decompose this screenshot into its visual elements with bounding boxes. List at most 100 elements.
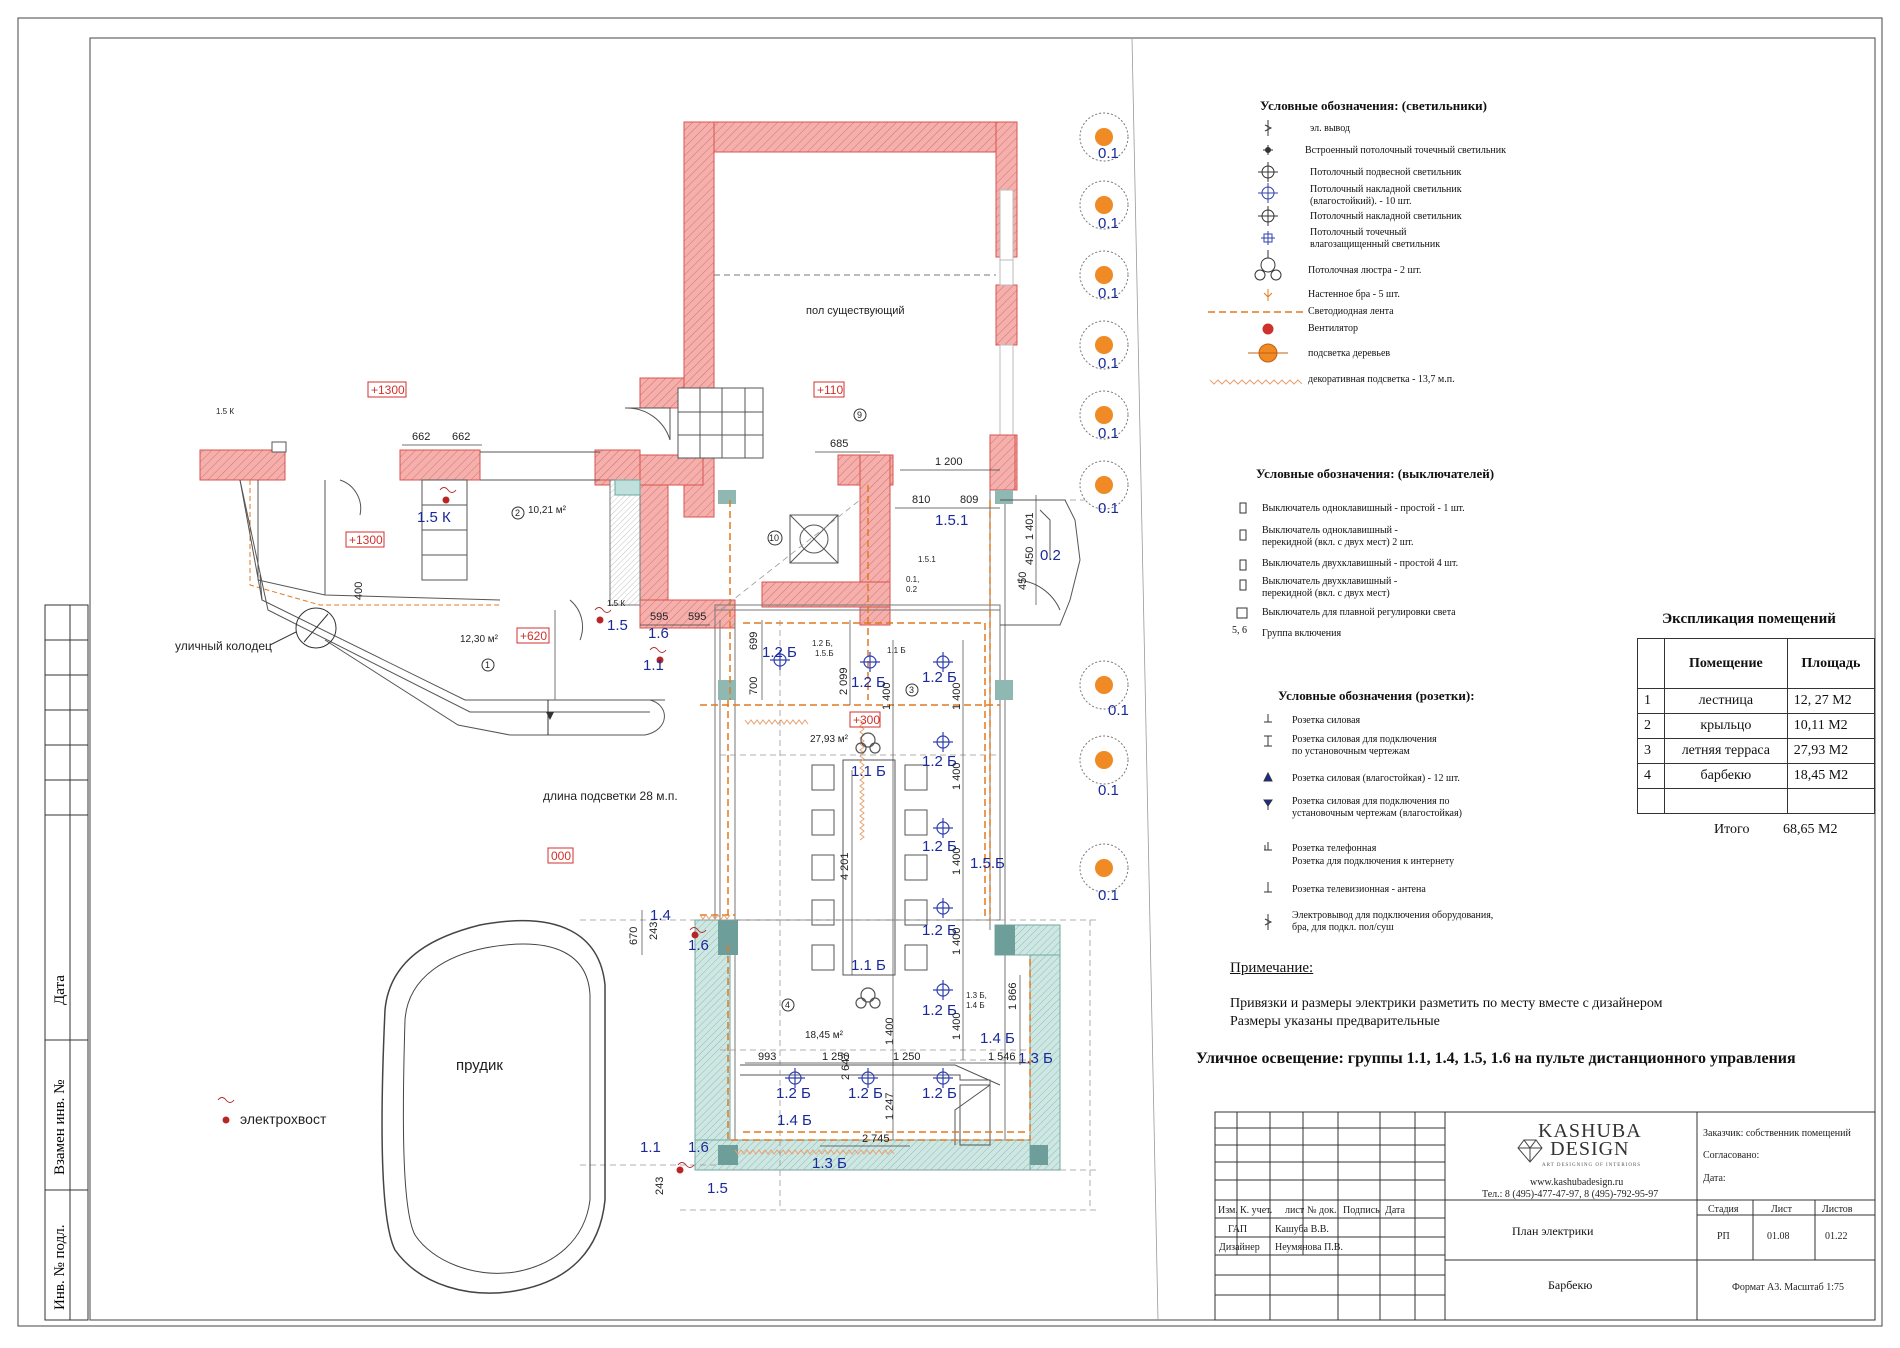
group-label: 1.5.Б: [970, 855, 1005, 872]
legend-light-item: Потолочный накладной светильник (влагост…: [1310, 184, 1462, 207]
legend-socket-item: Розетка силовая (влагостойкая) - 12 шт.: [1292, 773, 1460, 784]
level-mark: +300: [853, 713, 880, 727]
chandelier-icon: [855, 987, 881, 1009]
note-heading: Примечание:: [1230, 960, 1314, 976]
title-block: [1214, 1111, 1876, 1321]
room-number: 1: [485, 660, 490, 670]
group-label: 1.2 Б: [922, 1085, 957, 1102]
backlight-length-label: длина подсветки 28 м.п.: [543, 789, 678, 803]
group-label: 1.5: [607, 617, 628, 634]
explication-total-label: Итого: [1714, 822, 1750, 837]
el-tail-label: электрохвост: [240, 1111, 327, 1127]
col-header-izm: Изм.: [1218, 1205, 1238, 1216]
legend-light-item: Потолочный точечный влагозащищенный свет…: [1310, 227, 1441, 250]
dimension: 662: [452, 431, 470, 443]
tree-group-label: 0.1: [1098, 285, 1119, 302]
dimension: 1 400: [951, 847, 963, 875]
dimmer-icon: [1236, 607, 1248, 619]
tree-icon: [1079, 180, 1129, 230]
tb-date: Дата:: [1703, 1173, 1726, 1184]
stage-value: РП: [1717, 1231, 1730, 1242]
group-label: 1.5: [707, 1180, 728, 1197]
group-label: 1.3 Б: [812, 1155, 847, 1172]
col-header-ndoc: № док.: [1307, 1205, 1337, 1216]
group-label: 1.2 Б: [762, 644, 797, 661]
recessed-spot-icon: [1263, 145, 1273, 155]
dimension: 1 866: [1007, 982, 1019, 1010]
switch-double-icon: [1239, 559, 1247, 571]
dimension: 809: [960, 494, 978, 506]
group-label: 1.6: [648, 625, 669, 642]
porch-area: [199, 441, 665, 736]
legend-light-item: Потолочный накладной светильник: [1310, 211, 1462, 222]
room-area-4: 18,45 м²: [805, 1030, 844, 1041]
room-number: 4: [785, 1000, 790, 1010]
el-tails: [217, 487, 707, 1174]
dimension: 670: [628, 927, 640, 945]
group-label-small: 1.3 Б,: [966, 991, 987, 1000]
expl-header-room: Помещение: [1664, 638, 1788, 689]
tree-group-label: 0.1: [1098, 215, 1119, 232]
explication-total-value: 68,65 М2: [1783, 822, 1838, 837]
brand-sub: ART DESIGNING OF INTERIORS: [1542, 1163, 1642, 1168]
col-header-date: Дата: [1385, 1205, 1405, 1216]
object-name: Барбекю: [1548, 1278, 1593, 1292]
surface-light-wet-icon: [933, 652, 953, 672]
pendant-light-icon: [1258, 162, 1278, 182]
logo-mark: [1517, 1139, 1543, 1163]
legend-socket-item: Розетка телефонная: [1292, 843, 1377, 854]
surface-light-wet-icon: [860, 652, 880, 672]
designer-name: Неумянова П.В.: [1275, 1242, 1343, 1253]
surface-light-wet-icon: [933, 980, 953, 1000]
tree-group-label: 0.1: [1098, 425, 1119, 442]
legend-switch-item: Выключатель двухклавишный - простой 4 шт…: [1262, 558, 1459, 569]
col-header-sign: Подпись: [1343, 1205, 1380, 1216]
tree-row: [1079, 112, 1129, 893]
room-area-2: 10,21 м²: [528, 505, 567, 516]
group-label: 1.4: [650, 907, 671, 924]
dimension: 1 400: [884, 1017, 896, 1045]
group-label-small: 1.2 Б,: [812, 639, 833, 648]
socket-tv-icon: [1264, 882, 1272, 893]
dimension: 1 250: [893, 1051, 921, 1063]
sheets-header: Листов: [1822, 1204, 1853, 1215]
group-label: 1.6: [688, 1139, 709, 1156]
legend-switch-item: Группа включения: [1262, 628, 1342, 639]
group-label: 1.5 К: [417, 509, 451, 526]
legend-light-item: декоративная подсветка - 13,7 м.п.: [1308, 374, 1455, 385]
sheet-fold-line: [1131, 37, 1159, 1321]
legend-socket-item: Розетка силовая для подключения по устан…: [1292, 734, 1437, 757]
level-mark: +620: [520, 629, 547, 643]
sheets-value: 01.22: [1825, 1231, 1848, 1242]
agreed: Согласовано:: [1703, 1150, 1760, 1161]
tree-group-label: 0.1: [1098, 145, 1119, 162]
expl-header-num: [1637, 638, 1665, 689]
legend-light-icons: [1208, 120, 1305, 385]
dimension: 4 201: [839, 852, 851, 880]
level-mark: +110: [817, 383, 843, 397]
well-label: уличный колодец: [175, 639, 272, 653]
legend-light-item: Потолочная люстра - 2 шт.: [1308, 265, 1422, 276]
tree-icon: [1079, 735, 1129, 785]
stamp-date: Дата: [52, 975, 68, 1005]
surface-light-wet-icon: [933, 732, 953, 752]
group-label: 1.4 Б: [980, 1030, 1015, 1047]
note-line-1: Привязки и размеры электрики разметить п…: [1230, 996, 1663, 1011]
designer-role: Дизайнер: [1219, 1242, 1260, 1253]
expl-header-area: Площадь: [1786, 638, 1876, 689]
room-number: 10: [769, 533, 779, 543]
legend-switch-item: Выключатель для плавной регулировки свет…: [1262, 607, 1456, 618]
surface-light-wet-icon: [933, 818, 953, 838]
group-label: 1.2 Б: [922, 922, 957, 939]
surface-light-wet-icon: [785, 1068, 805, 1088]
room-area-3: 27,93 м²: [810, 734, 849, 745]
socket-wet-icon: [1263, 771, 1273, 782]
surface-light-wet-icon: [1258, 183, 1278, 203]
dining-table: [842, 759, 896, 976]
surface-light-icon: [1258, 206, 1278, 226]
outer-frame: [17, 17, 1883, 1327]
socket-install-icon: [1264, 735, 1272, 747]
room-area-1: 12,30 м²: [460, 634, 499, 645]
group-label: 1.2 Б: [776, 1085, 811, 1102]
